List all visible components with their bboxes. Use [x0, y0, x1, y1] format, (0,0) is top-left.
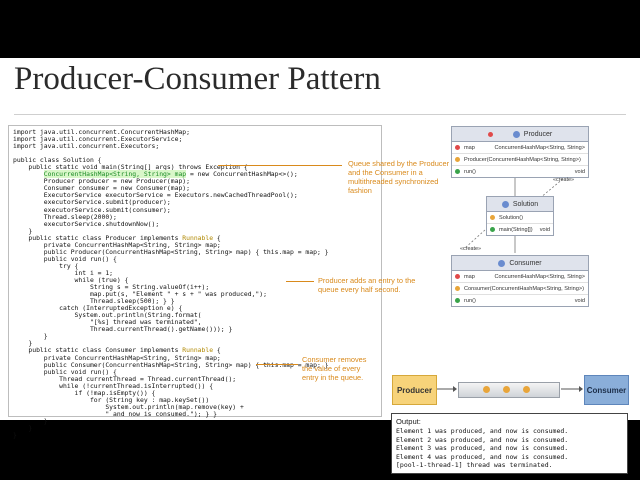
code-line: ExecutorService executorService = Execut… [13, 191, 298, 200]
code-line: import java.util.concurrent.ConcurrentHa… [13, 128, 190, 136]
uml-field-row: map ConcurrentHashMap<String, String> [452, 271, 588, 283]
code-line: } [13, 416, 48, 425]
constructor-marker-icon [455, 286, 460, 291]
code-line: Thread.sleep(2000); [13, 212, 117, 221]
output-line: Element 3 was produced, and now is consu… [396, 444, 569, 453]
callout-leader-queue [218, 165, 342, 166]
output-panel: Output: Element 1 was produced, and now … [391, 413, 628, 474]
code-line: ConcurrentHashMap<String, String> map = … [43, 170, 298, 179]
arrow-icon [437, 386, 457, 392]
callout-producer: Producer adds an entry to the queue ever… [318, 276, 416, 294]
code-line: System.out.println(String.format( [13, 311, 202, 320]
uml-method-row: main(String[]) void [487, 224, 553, 235]
uml-class-name: Consumer [509, 259, 542, 267]
code-line: String s = String.valueOf(i++); [13, 283, 210, 292]
constructor-marker-icon [455, 157, 460, 162]
output-title: Output: [396, 417, 421, 426]
code-line: Thread.sleep(500); } } [13, 297, 175, 306]
slide: Producer-Consumer Pattern import java.ut… [0, 58, 640, 474]
code-line: public void run() { [13, 254, 117, 263]
code-line: while (!currentThread.isInterrupted()) { [13, 381, 214, 390]
constructor-marker-icon [490, 215, 495, 220]
queue-item [483, 386, 490, 393]
consumer-box: Consumer [584, 375, 629, 405]
code-panel: import java.util.concurrent.ConcurrentHa… [8, 125, 382, 439]
method-marker-icon [455, 298, 460, 303]
code-line: while (true) { [13, 275, 129, 284]
code-line: Producer producer = new Producer(map); [13, 177, 190, 186]
code-line: for (String key : map.keySet()) [13, 395, 210, 404]
output-line: [pool-1-thread-1] thread was terminated. [396, 461, 553, 470]
method-marker-icon [455, 169, 460, 174]
code-line: } [13, 423, 33, 432]
code-line: } [13, 332, 48, 341]
uml-method-row: run() void [452, 295, 588, 306]
code-line: public static class Producer implements … [13, 233, 221, 242]
code-line: } [13, 431, 17, 440]
code-line: } [13, 339, 33, 348]
code-line: "[%s] thread was terminated", [13, 318, 202, 327]
arrow-icon [561, 386, 583, 392]
code-line: int i = 1; [13, 268, 114, 277]
uml-create-label-2: «create» [460, 246, 481, 252]
uml-class-solution: Solution Solution() main(String[]) void [486, 196, 554, 236]
code-line: public static void main(String[] args) t… [13, 163, 248, 172]
method-marker-icon [490, 227, 495, 232]
callout-leader-consumer [256, 364, 298, 365]
field-marker-icon [455, 145, 460, 150]
uml-method-row: run() void [452, 166, 588, 177]
uml-constructor-row: Producer(ConcurrentHashMap<String, Strin… [452, 154, 588, 166]
queue-item [523, 386, 530, 393]
output-lines: Element 1 was produced, and now is consu… [396, 427, 568, 470]
code-line: public void run() { [13, 367, 117, 376]
field-marker-icon [455, 274, 460, 279]
callout-leader-producer [286, 281, 314, 282]
callout-queue: Queue shared by the Producer and the Con… [348, 159, 450, 195]
uml-class-producer: Producer map ConcurrentHashMap<String, S… [451, 126, 589, 178]
code-listing: import java.util.concurrent.ConcurrentHa… [9, 126, 381, 439]
code-line: public static class Consumer implements … [13, 346, 221, 355]
code-line: executorService.submit(consumer); [13, 205, 171, 214]
code-line: Thread currentThread = Thread.currentThr… [13, 374, 237, 383]
code-line: import java.util.concurrent.ExecutorServ… [13, 135, 183, 144]
callout-consumer: Consumer removes the value of every entr… [302, 355, 367, 382]
producer-box: Producer [392, 375, 437, 405]
code-line: private ConcurrentHashMap<String, String… [13, 353, 221, 362]
class-icon [501, 200, 509, 208]
uml-constructor-row: Solution() [487, 212, 553, 224]
code-line: try { [13, 261, 79, 270]
code-line: System.out.println(map.remove(key) + [13, 402, 244, 411]
code-line: " and now is consumed."); } } [13, 409, 217, 418]
uml-constructor-row: Consumer(ConcurrentHashMap<String, Strin… [452, 283, 588, 295]
code-line: map.put(s, "Element " + s + " was produc… [13, 290, 267, 299]
class-marker-icon [487, 131, 493, 137]
uml-class-consumer: Consumer map ConcurrentHashMap<String, S… [451, 255, 589, 307]
title-divider [14, 114, 626, 115]
output-line: Element 2 was produced, and now is consu… [396, 435, 569, 444]
code-line: import java.util.concurrent.Executors; [13, 142, 160, 151]
code-line: public Producer(ConcurrentHashMap<String… [13, 247, 329, 256]
code-line: Thread.currentThread().getName())); } [13, 325, 233, 334]
uml-field-row: map ConcurrentHashMap<String, String> [452, 142, 588, 154]
class-icon [512, 130, 520, 138]
output-line: Element 4 was produced, and now is consu… [396, 452, 569, 461]
code-line: executorService.shutdownNow(); [13, 219, 160, 228]
uml-create-label-1: «create» [553, 177, 574, 183]
queue-item [503, 386, 510, 393]
code-line: } [13, 226, 33, 235]
uml-class-name: Solution [512, 200, 539, 208]
code-line: public class Solution { [13, 156, 102, 165]
uml-class-name: Producer [523, 130, 553, 138]
class-icon [498, 259, 506, 267]
code-line: private ConcurrentHashMap<String, String… [13, 240, 221, 249]
code-line: executorService.submit(producer); [13, 198, 171, 207]
slide-title: Producer-Consumer Pattern [14, 61, 381, 97]
code-line: Consumer consumer = new Consumer(map); [13, 184, 190, 193]
code-line: catch (InterruptedException e) { [13, 304, 183, 313]
output-line: Element 1 was produced, and now is consu… [396, 427, 569, 435]
code-line: if (!map.isEmpty()) { [13, 388, 156, 397]
